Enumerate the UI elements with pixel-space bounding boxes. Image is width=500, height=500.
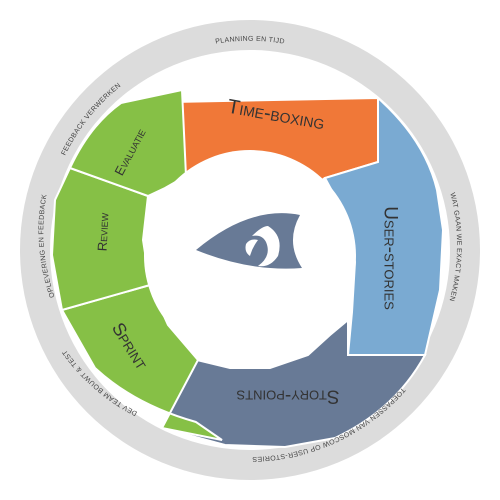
label-user-stories: User-stories [380, 206, 401, 310]
label-story-points: Story-points [236, 386, 339, 407]
ring-label-planning: PLANNING EN TIJD [215, 36, 285, 46]
eye-logo-icon [196, 213, 302, 269]
segment-story-points [160, 317, 427, 449]
label-review: Review [95, 212, 112, 252]
